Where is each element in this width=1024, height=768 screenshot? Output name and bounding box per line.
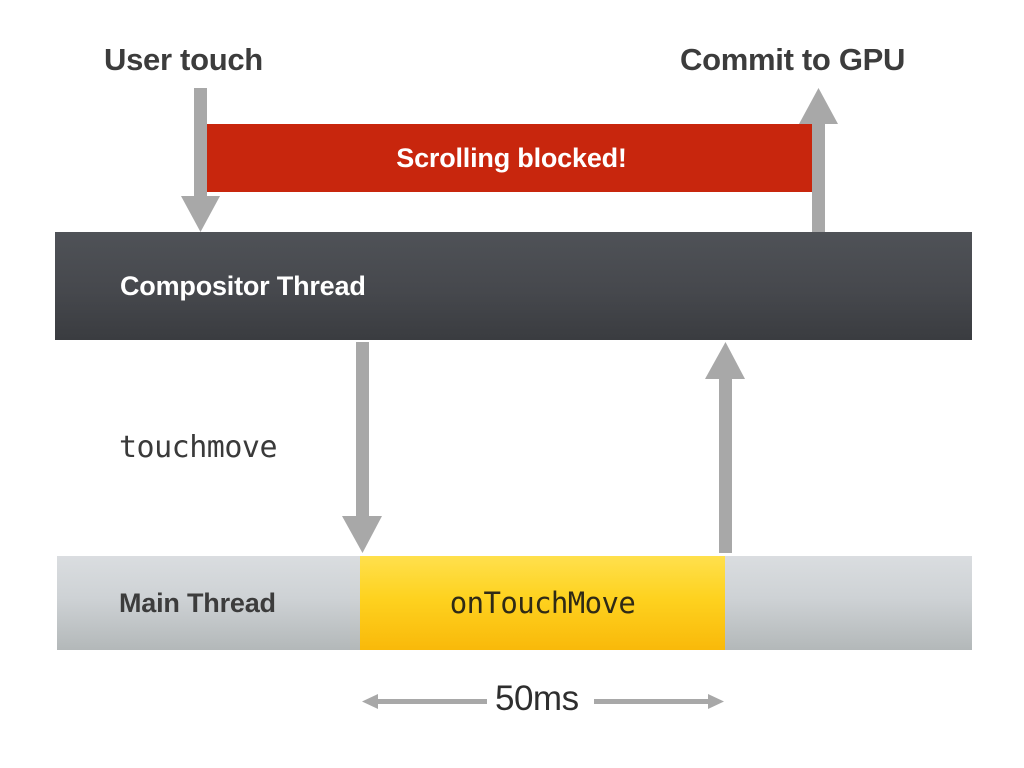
label-user-touch: User touch xyxy=(104,42,263,77)
label-touchmove-event: touchmove xyxy=(119,430,278,465)
ontouchmove-handler-label: onTouchMove xyxy=(449,586,636,620)
compositor-thread-bar: Compositor Thread xyxy=(55,232,972,340)
arrow-down-icon-touchmove xyxy=(342,342,382,553)
arrow-right-icon-measure xyxy=(594,694,724,709)
arrow-left-icon-measure xyxy=(362,694,493,709)
arrow-up-icon-handler-return xyxy=(705,342,745,553)
compositor-thread-label: Compositor Thread xyxy=(120,270,366,301)
ontouchmove-handler-block: onTouchMove xyxy=(360,556,725,650)
duration-label-50ms: 50ms xyxy=(487,681,587,716)
label-commit-to-gpu: Commit to GPU xyxy=(680,42,906,77)
scrolling-blocked-label: Scrolling blocked! xyxy=(396,142,627,173)
scrolling-blocked-bar: Scrolling blocked! xyxy=(205,124,818,192)
main-thread-label: Main Thread xyxy=(119,587,276,618)
